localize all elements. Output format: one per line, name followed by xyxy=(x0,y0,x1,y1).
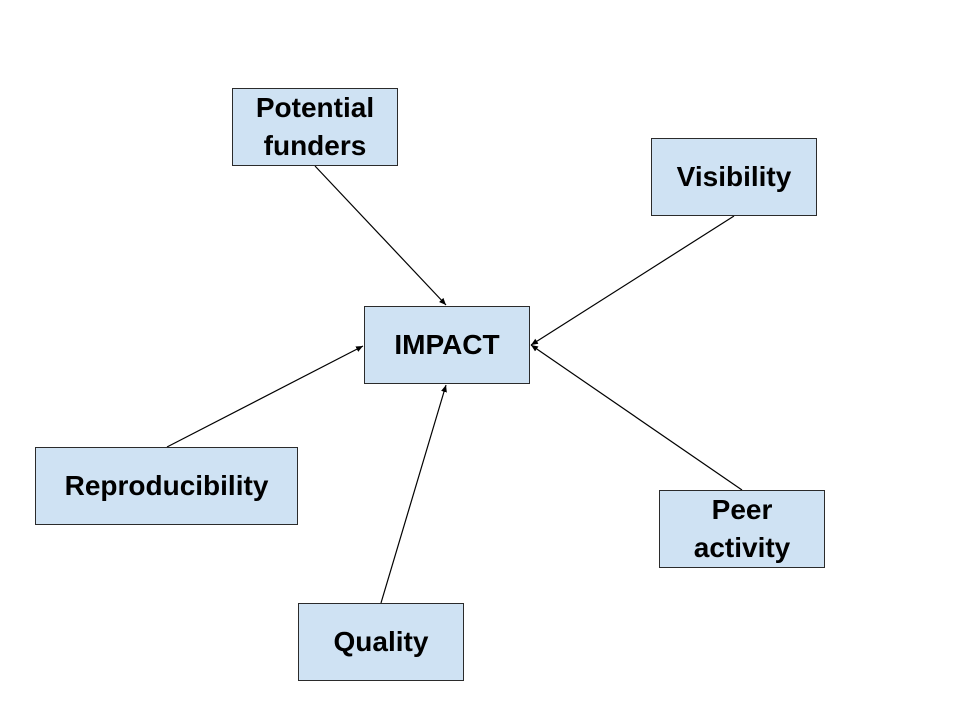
node-reproducibility: Reproducibility xyxy=(35,447,298,525)
edge-peer-to-impact xyxy=(530,344,743,491)
edge-reproducibility-to-impact xyxy=(166,345,364,448)
edge-visibility-to-impact xyxy=(530,215,735,346)
node-potential-funders: Potential funders xyxy=(232,88,398,166)
node-label: Visibility xyxy=(676,161,792,192)
node-label: IMPACT xyxy=(394,329,500,360)
node-label: Quality xyxy=(333,626,429,657)
node-peer-activity: Peer activity xyxy=(659,490,825,568)
node-label: Potential funders xyxy=(255,92,375,161)
edge-funders-to-impact xyxy=(314,165,447,306)
node-label: Peer activity xyxy=(693,494,791,563)
node-label: Reproducibility xyxy=(64,470,269,501)
node-quality: Quality xyxy=(298,603,464,681)
edge-quality-to-impact xyxy=(380,384,447,604)
node-visibility: Visibility xyxy=(651,138,817,216)
node-impact: IMPACT xyxy=(364,306,530,384)
